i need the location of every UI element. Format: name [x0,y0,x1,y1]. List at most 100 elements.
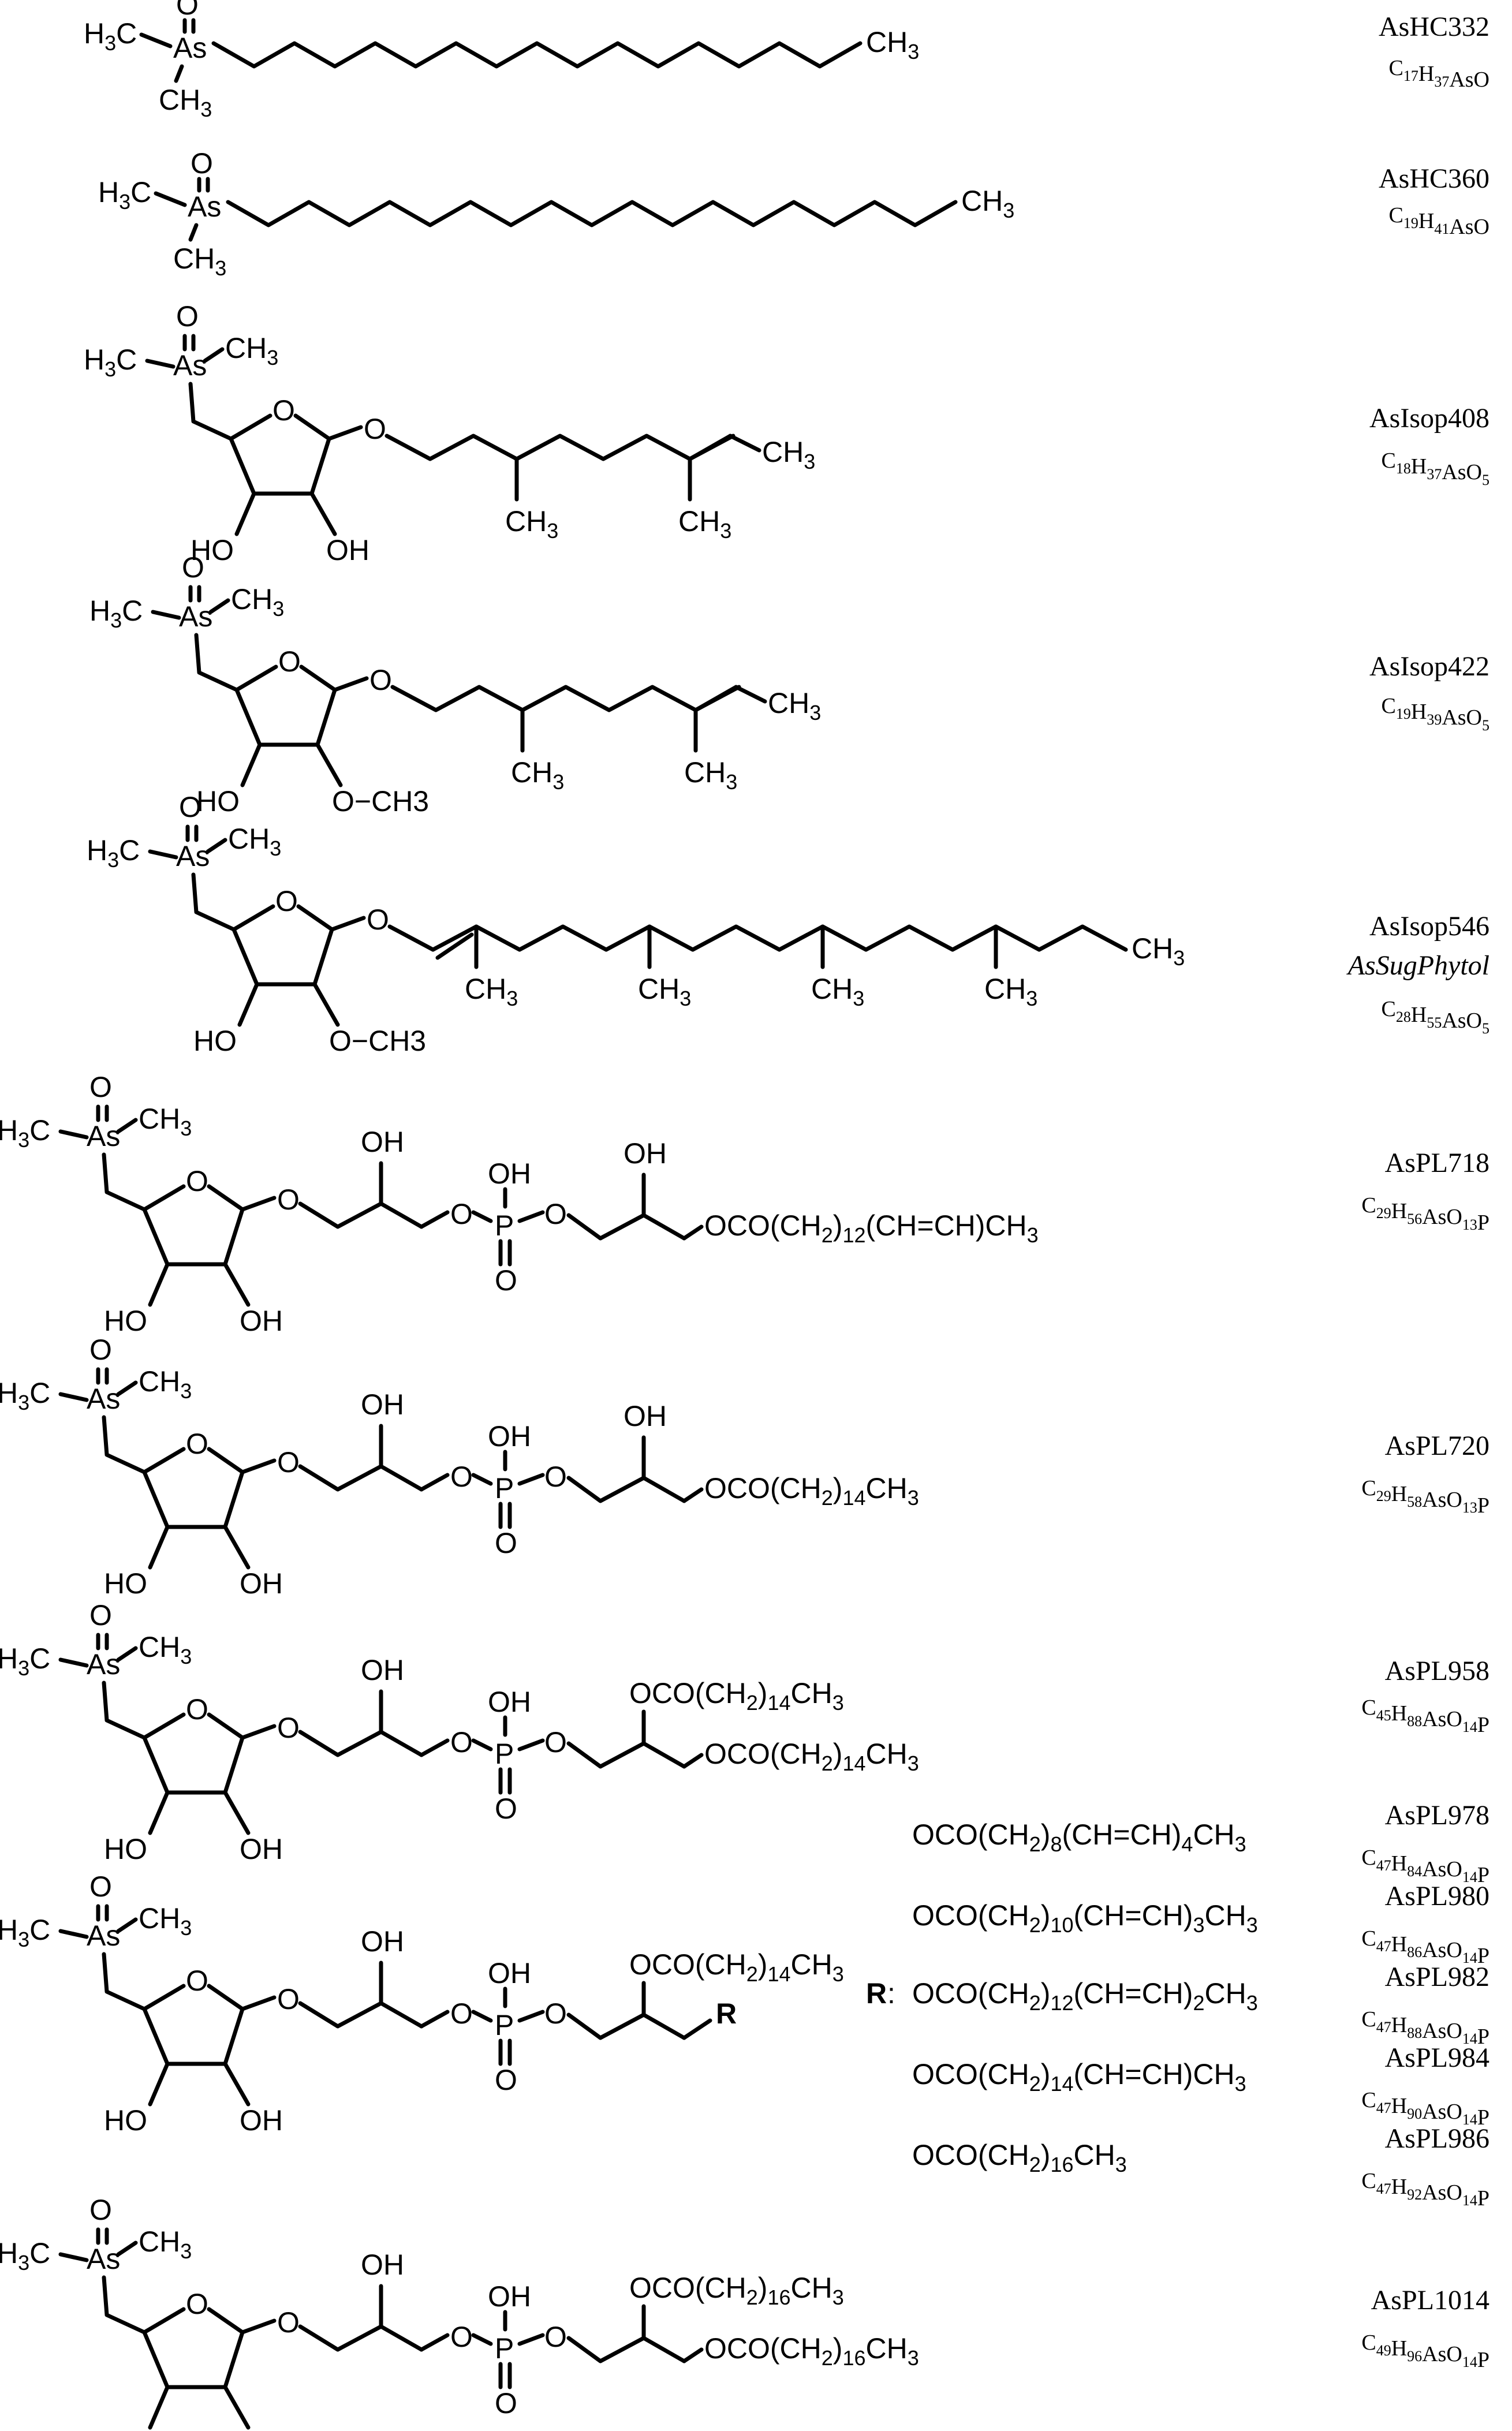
acyl-group-sn2: OCO(CH2)14CH3 [629,1948,844,1986]
bond [102,1952,147,2011]
bond [188,382,233,441]
methyl-label: H3C [84,17,137,55]
bond [693,685,738,712]
hydroxyl-label: OH [240,1833,283,1865]
glycerol-chain [566,2336,686,2363]
bond [688,434,733,461]
bond [154,191,187,207]
compound-name: AsPL982 [1385,1962,1489,1992]
compound-name: AsPL986 [1385,2123,1489,2154]
glycerol-chain [298,1464,424,1492]
hydroxyl-label: OH [240,2428,283,2431]
oxygen-label: O [179,791,201,823]
methyl-label: CH3 [231,583,284,621]
glycosidic-oxygen-label: O [277,1712,300,1744]
ring-bond [142,1184,186,1212]
ring-oxygen-label: O [275,885,298,917]
molecular-formula: C29H56AsO13P [1361,1193,1489,1235]
phosphoryl-oxygen-label: O [495,1793,517,1825]
bond [208,598,230,614]
ring-bond [142,1735,245,1795]
bond [148,2062,170,2107]
oxygen-label: O [89,1334,112,1366]
bond [102,1681,147,1740]
compound-name: AsIsop422 [1369,651,1489,682]
methyl-label: CH3 [638,973,691,1010]
molecular-formula: C45H88AsO14P [1361,1696,1489,1737]
bond [194,633,239,692]
acyl-group-sn2: OCO(CH2)16CH3 [629,2272,844,2309]
bond [102,1152,147,1212]
compound-name: AsPL720 [1385,1431,1489,1461]
hydroxyl-label: HO [104,2428,147,2431]
oxygen-label: O [89,2194,112,2226]
glycosidic-oxygen-label: O [364,413,386,445]
hydroxyl-label: HO [193,1025,237,1057]
hydroxyl-label: HO [104,2104,147,2137]
bond [145,359,176,369]
hydroxyl-label: OH [488,1957,531,1989]
bond [58,2252,89,2262]
r-group-option: OCO(CH2)14(CH=CH)CH3 [912,2058,1246,2096]
oxygen-label: O [89,1870,112,1903]
glycosidic-oxygen-label: O [277,1446,300,1478]
arsenic-label: As [173,349,207,382]
phosphate-oxygen-label: O [544,1198,567,1230]
glycerol-chain [298,1730,424,1757]
acyl-group-sn1: OCO(CH2)14CH3 [704,1738,919,1775]
hydroxyl-label: OH [240,1305,283,1337]
compound-alias: AsSugPhytol [1346,950,1489,981]
ring-bond [207,1712,245,1740]
hydroxyl-label: HO [104,1567,147,1600]
bond [191,872,236,932]
hydroxyl-label: OH [361,1925,404,1958]
glycerol-chain [298,2324,424,2352]
glycerol-chain [298,1201,424,1229]
arsenic-label: As [87,1120,120,1152]
compound-name: AsPL718 [1385,1148,1489,1178]
bond [58,1392,89,1402]
oxygen-label: O [182,551,204,584]
bond [419,1738,450,1757]
glycosidic-oxygen-label: O [277,1983,300,2015]
ring-bond [296,904,334,932]
bond [682,2347,704,2363]
bond [471,1210,493,1223]
arsenic-label: As [87,1920,120,1952]
bond [148,1790,170,1835]
phosphorus-label: P [495,1209,514,1242]
ring-bond [299,664,337,692]
methyl-label: CH3 [866,26,919,64]
structure-AsPL1014: H3COAsCH3OHOOHOOHOPOHOOOCO(CH2)16CH3OCO(… [0,2194,919,2431]
bond [327,425,363,441]
methyl-label: CH3 [159,84,212,121]
methyl-label: H3C [87,834,140,872]
glycerol-chain [566,1741,686,1769]
bond [116,1646,138,1662]
bond [517,1738,545,1752]
methyl-label: CH3 [139,1902,192,1940]
bond [203,347,225,363]
molecular-formula: C47H92AsO14P [1361,2169,1489,2210]
arsenic-label: As [173,32,207,64]
hydroxyl-label: OH [240,1567,283,1600]
hydroxyl-label: OH [488,2280,531,2313]
isoprenoid-chain [384,434,736,461]
bond [419,1210,450,1229]
molecular-formula: C28H55AsO5 [1382,997,1490,1037]
bond [240,1995,277,2011]
bond [148,1525,170,1570]
bond [148,849,178,860]
methyl-label: H3C [0,1914,50,1951]
